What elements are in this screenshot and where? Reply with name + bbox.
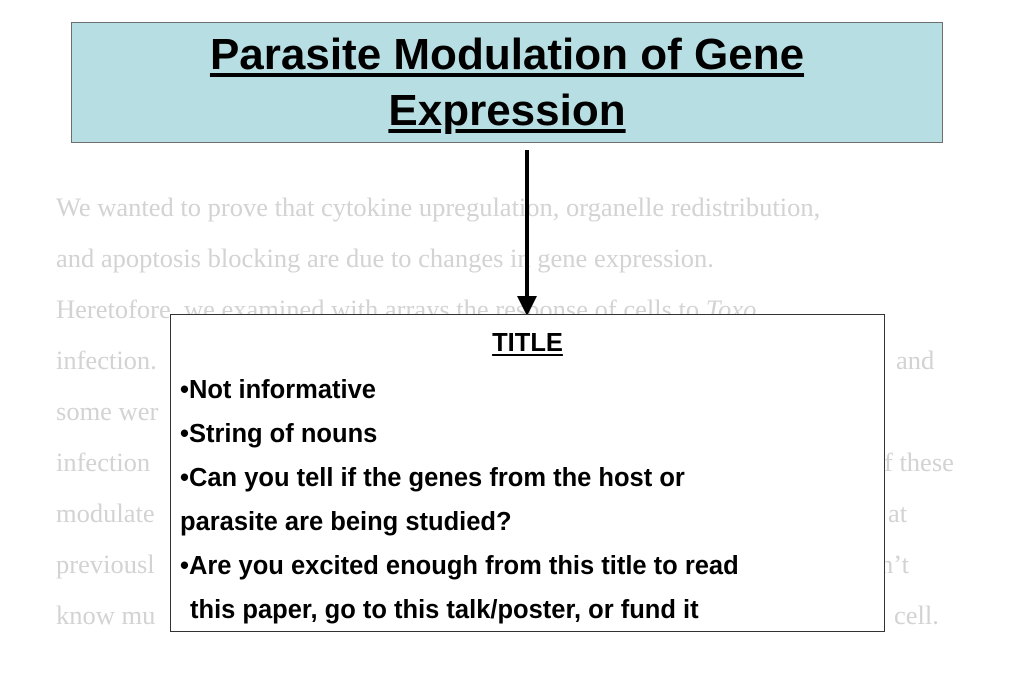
bullet-item: •Not informative	[180, 376, 376, 404]
bullet-icon: •	[180, 376, 189, 404]
callout-heading: TITLE	[492, 329, 563, 357]
down-arrow	[517, 150, 537, 316]
bullet-icon: •	[180, 464, 189, 492]
bullet-icon: •	[180, 420, 189, 448]
faded-body-text: We wanted to prove that cytokine upregul…	[56, 182, 986, 641]
bullet-icon: •	[180, 552, 189, 580]
bullet-item: •Are you excited enough from this title …	[180, 552, 739, 580]
faded-line: some wer	[56, 396, 159, 426]
faded-line: infection.and	[56, 345, 935, 375]
bullet-continuation: parasite are being studied?	[180, 508, 512, 536]
bullet-continuation: this paper, go to this talk/poster, or f…	[190, 596, 699, 624]
title-box: Parasite Modulation of Gene Expression	[71, 22, 943, 143]
slide-title: Parasite Modulation of Gene Expression	[209, 29, 805, 135]
bullet-item: •Can you tell if the genes from the host…	[180, 464, 685, 492]
bullet-item: •String of nouns	[180, 420, 378, 448]
faded-line: We wanted to prove that cytokine upregul…	[56, 192, 821, 222]
faded-line: and apoptosis blocking are due to change…	[56, 243, 714, 273]
callout-box: TITLE •Not informative •String of nouns …	[170, 314, 885, 632]
